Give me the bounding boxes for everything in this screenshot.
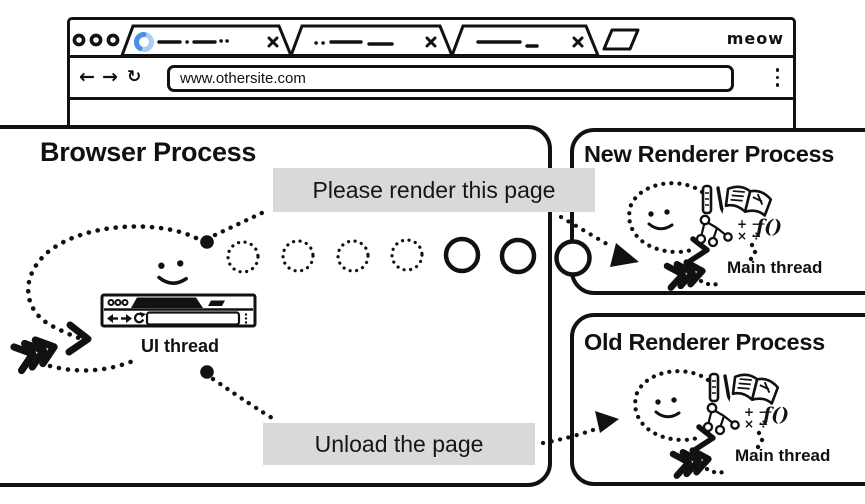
unload-label: Unload the page [263,423,535,465]
arrow-to-render-label [212,208,269,238]
chevron-dot-trail [704,466,729,475]
ui-thread-loop [25,224,199,356]
tab-2-title-scribble [314,40,394,46]
tab-3[interactable] [450,24,600,55]
tab-1-title-scribble [157,39,229,44]
old-renderer-title: Old Renderer Process [584,329,825,355]
smiley-face [653,395,681,419]
render-request-label: Please render this page [273,168,595,212]
fast-forward-icon [667,260,704,288]
mini-reload-icon [133,312,146,324]
arrow-to-unload-label [210,376,280,424]
mini-tab [131,297,203,308]
tab-2-close-icon[interactable] [425,36,437,48]
arrow-to-new-renderer [558,214,639,267]
ipc-message-circles [226,236,592,277]
mini-window-controls-icon [107,299,129,306]
old-renderer-process-box [570,313,865,486]
reload-icon[interactable]: ↻ [127,67,142,87]
mini-back-icon [107,314,118,323]
tab-3-close-icon[interactable] [572,36,584,48]
new-tab-button[interactable] [602,28,640,51]
chevron-dot-trail [698,278,723,287]
main-thread-loop [635,371,713,449]
back-icon[interactable]: ← [79,66,95,88]
new-renderer-title: New Renderer Process [584,141,835,167]
mini-browser-illustration [100,293,257,328]
tab-3-title-scribble [476,40,539,48]
ui-thread-label: UI thread [140,336,219,356]
fast-forward-icon [673,448,710,476]
tab-strip: meow [70,20,793,58]
forward-icon[interactable]: → [102,66,118,88]
main-thread-label-new: Main thread [727,258,823,277]
mini-url-bar [145,311,241,326]
tab-1[interactable] [120,24,293,55]
menu-icon[interactable] [775,68,779,87]
url-bar[interactable]: www.othersite.com [167,65,734,92]
arrow-to-old-renderer [540,411,619,446]
tab-1-close-icon[interactable] [267,36,279,48]
message-origin-dot-bottom [200,365,214,379]
smiley-face [156,258,188,285]
renderer-resources-icons [702,370,791,451]
browser-process-title: Browser Process [40,137,257,167]
chevron-dot-trail [47,358,136,373]
mini-new-tab-button [208,300,225,306]
mini-menu-icon [244,313,248,324]
smiley-face [646,207,674,231]
mini-forward-icon [121,314,132,323]
window-controls-icon[interactable] [72,33,120,47]
loading-spinner-icon [134,32,154,52]
url-text: www.othersite.com [180,70,306,87]
message-origin-dot-top [200,235,214,249]
tab-2[interactable] [289,24,454,55]
renderer-resources-icons [695,182,784,263]
main-thread-label-old: Main thread [735,446,831,465]
navigation-bar: ← → ↻ www.othersite.com [70,58,793,100]
tab-strip-art [72,24,640,55]
main-thread-loop [629,183,707,261]
meow-logo-text: meow [726,29,784,48]
browser-chrome-window: meow ← → ↻ www.othersite.com [67,17,796,129]
